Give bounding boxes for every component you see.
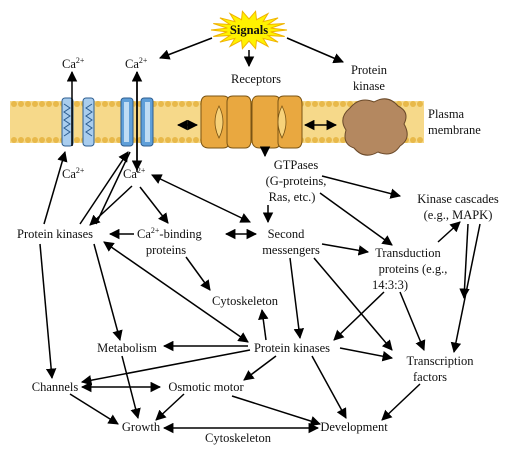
ca-channel-icon: [61, 97, 95, 147]
arrow-icon: [339, 347, 394, 362]
ca-label-inside-1: Ca2+: [62, 166, 85, 181]
protein-kinases-center-label: Protein kinases: [254, 341, 330, 355]
transduction-label-line2: proteins (e.g.,: [379, 262, 448, 276]
arrow-icon: [93, 243, 123, 342]
arrow-icon: [321, 243, 370, 256]
arrow-icon: [321, 175, 402, 199]
transcription-factors-label-line1: Transcription: [407, 354, 475, 368]
gtpases-label-line1: GTPases: [274, 158, 319, 172]
second-messengers-label-line2: messengers: [262, 243, 320, 257]
receptor-icon: [251, 95, 303, 149]
arrow-icon: [79, 151, 129, 225]
kinase-cascades-label-line1: Kinase cascades: [417, 192, 499, 206]
ca-channel-icon: [120, 97, 154, 147]
arrow-icon: [39, 243, 57, 380]
arrow-icon: [95, 151, 131, 225]
arrow-icon: [450, 223, 481, 354]
gtpases-label-line3: Ras, etc.): [269, 190, 316, 204]
arrow-icon: [185, 256, 211, 291]
signals-star-icon: Signals: [210, 10, 288, 50]
ca-label-outside-2: Ca2+: [125, 56, 148, 71]
arrow-icon: [311, 355, 347, 419]
protein-kinase-blob-icon: [342, 98, 408, 156]
signals-label: Signals: [230, 23, 268, 37]
kinase-cascades-label-line2: (e.g., MAPK): [424, 208, 493, 222]
arrow-icon: [319, 192, 393, 246]
receptor-icon: [200, 95, 252, 149]
arrow-group: [39, 37, 481, 434]
arrow-icon: [159, 37, 213, 60]
transduction-label-line3: 14:3:3): [372, 278, 408, 292]
arrow-icon: [381, 383, 421, 421]
cytoskeleton-mid-label: Cytoskeleton: [212, 294, 279, 308]
arrow-icon: [258, 308, 269, 341]
arrow-icon: [289, 257, 305, 340]
channels-label: Channels: [32, 380, 79, 394]
arrow-icon: [313, 257, 393, 351]
ca-binding-proteins-label-line2: proteins: [146, 243, 186, 257]
arrow-icon: [80, 349, 251, 386]
arrow-icon: [89, 185, 133, 226]
metabolism-label: Metabolism: [97, 341, 157, 355]
protein-kinases-left-label: Protein kinases: [17, 227, 93, 241]
gtpases-label-line2: (G-proteins,: [266, 174, 327, 188]
arrow-icon: [155, 393, 185, 421]
arrow-icon: [286, 37, 344, 64]
second-messengers-label-line1: Second: [268, 227, 306, 241]
protein-kinase-top-label-line2: kinase: [353, 79, 385, 93]
cytoskeleton-bottom-label: Cytoskeleton: [205, 431, 272, 445]
receptors-label: Receptors: [231, 72, 281, 86]
transduction-label-line1: Transduction: [375, 246, 441, 260]
development-label: Development: [320, 420, 388, 434]
arrow-icon: [333, 291, 385, 341]
transcription-factors-label-line2: factors: [413, 370, 447, 384]
osmotic-motor-label: Osmotic motor: [168, 380, 244, 394]
arrow-icon: [121, 355, 141, 420]
arrow-icon: [43, 150, 68, 225]
arrow-icon: [69, 393, 119, 425]
plasma-membrane-label-line1: Plasma: [428, 107, 465, 121]
arrow-icon: [459, 223, 470, 300]
arrow-icon: [231, 395, 322, 427]
protein-kinase-top-label-line1: Protein: [351, 63, 388, 77]
plasma-membrane-label-line2: membrane: [428, 123, 481, 137]
arrow-icon: [139, 186, 169, 224]
growth-label: Growth: [122, 420, 161, 434]
ca-binding-proteins-label-line1: Ca2+-binding: [137, 226, 203, 241]
arrow-icon: [243, 355, 277, 381]
arrow-icon: [151, 174, 251, 223]
ca-label-outside-1: Ca2+: [62, 56, 85, 71]
arrow-icon: [103, 241, 249, 343]
ca-label-inside-2: Ca2+: [123, 166, 146, 181]
arrow-icon: [437, 221, 461, 243]
arrow-icon: [399, 291, 426, 351]
